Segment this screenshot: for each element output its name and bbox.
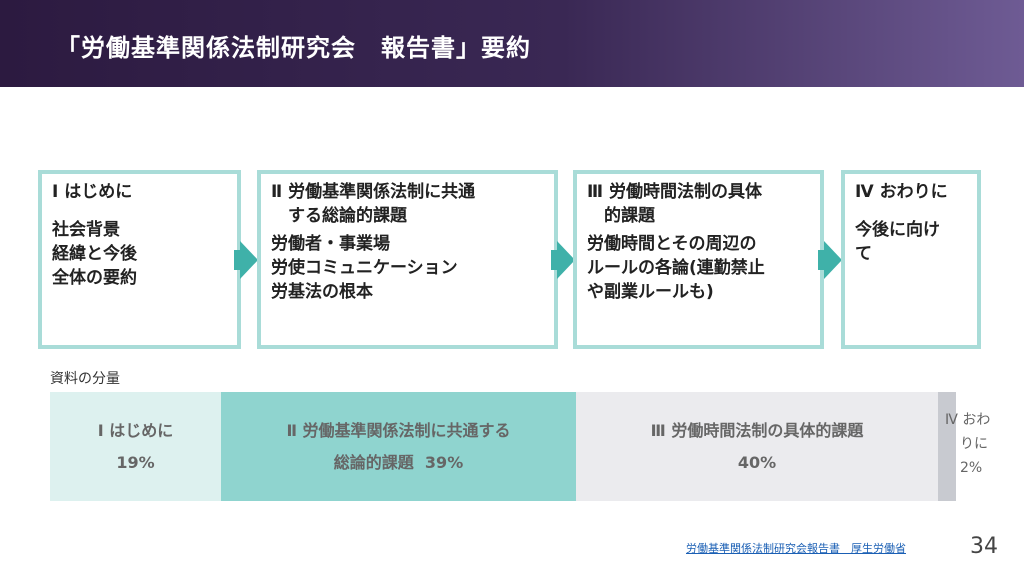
segment-4-label: Ⅳ おわ りに 2%	[945, 408, 1005, 480]
step-body: 社会背景 経緯と今後 全体の要約	[52, 220, 137, 288]
step-heading: Ⅱ 労働基準関係法制に共通 する総論的課題	[271, 182, 476, 226]
segment-percent: 2%	[960, 460, 983, 476]
volume-segment-4	[938, 392, 956, 501]
step-4-box: Ⅳ おわりに 今後に向け て	[841, 170, 981, 349]
step-2-box: Ⅱ 労働基準関係法制に共通 する総論的課題 労働者・事業場 労使コミュニケーショ…	[257, 170, 558, 349]
step-3-box: Ⅲ 労働時間法制の具体 的課題 労働時間とその周辺の ルールの各論(連勤禁止 や…	[573, 170, 824, 349]
step-heading: Ⅳ おわりに	[855, 182, 948, 202]
source-link[interactable]: 労働基準関係法制研究会報告書 厚生労働省	[686, 542, 906, 555]
step-body: 労働者・事業場 労使コミュニケーション 労基法の根本	[271, 234, 458, 302]
step-body: 労働時間とその周辺の ルールの各論(連勤禁止 や副業ルールも)	[587, 234, 765, 302]
segment-name: Ⅳ おわ	[945, 412, 991, 428]
segment-percent: 19%	[116, 452, 155, 472]
segment-name-cont: 総論的課題	[333, 452, 414, 472]
page-number: 34	[970, 534, 998, 559]
volume-segment-3: Ⅲ 労働時間法制の具体的課題 40%	[576, 392, 938, 501]
step-body: 今後に向け て	[855, 220, 940, 264]
segment-name: Ⅱ 労働基準関係法制に共通する	[286, 420, 511, 440]
segment-name-cont: りに	[960, 436, 988, 452]
volume-segment-2: Ⅱ 労働基準関係法制に共通する 総論的課題 39%	[221, 392, 576, 501]
step-heading: Ⅰ はじめに	[52, 182, 133, 202]
step-1-box: Ⅰ はじめに 社会背景 経緯と今後 全体の要約	[38, 170, 241, 349]
segment-name: Ⅲ 労働時間法制の具体的課題	[650, 420, 864, 440]
volume-segment-1: Ⅰ はじめに 19%	[50, 392, 221, 501]
volume-label: 資料の分量	[50, 371, 120, 387]
segment-percent: 40%	[737, 452, 777, 472]
header-banner: 「労働基準関係法制研究会 報告書」要約	[0, 0, 1024, 87]
arrow-right-icon	[818, 241, 842, 279]
arrow-right-icon	[234, 241, 258, 279]
segment-percent: 39%	[424, 452, 464, 472]
segment-name: Ⅰ はじめに	[97, 420, 174, 440]
step-heading: Ⅲ 労働時間法制の具体 的課題	[587, 182, 762, 226]
page-title: 「労働基準関係法制研究会 報告書」要約	[56, 34, 531, 62]
arrow-right-icon	[551, 241, 575, 279]
